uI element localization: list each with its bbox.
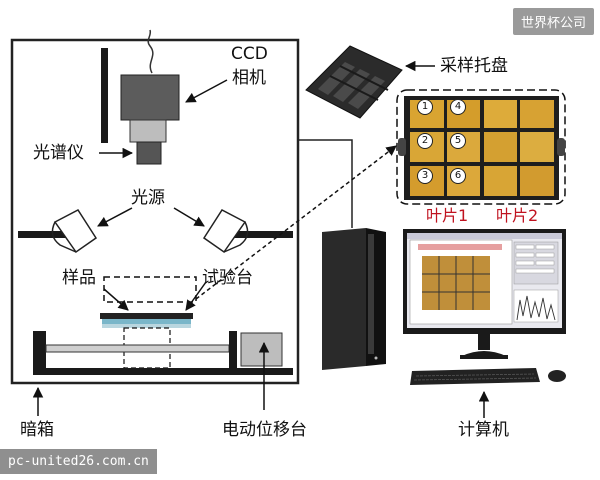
stage-right-post: [229, 331, 237, 373]
label-light-source: 光源: [131, 188, 165, 208]
test-bench-layer: [102, 319, 191, 324]
left-light-bar: [18, 231, 66, 238]
sample-number-2: 2: [417, 133, 433, 149]
label-sampling-tray: 采样托盘: [440, 56, 508, 76]
label-test-bench: 试验台: [202, 268, 253, 288]
label-camera: 相机: [232, 68, 266, 88]
label-spectrometer: 光谱仪: [33, 143, 84, 163]
camera-mount: [101, 48, 108, 143]
camera-cable: [147, 29, 154, 74]
left-light-cap: [51, 221, 77, 253]
camera-arrow: [185, 79, 228, 103]
tray-photo-right-handle: [557, 138, 565, 156]
sample-number-1: 1: [417, 99, 433, 115]
computer-tower: [322, 228, 386, 370]
label-motorized-stage: 电动位移台: [222, 420, 307, 440]
stage-base: [33, 368, 293, 375]
sample-arrow: [103, 288, 129, 311]
label-ccd: CCD: [231, 44, 268, 64]
sample-number-5: 5: [450, 133, 466, 149]
sample-number-4: 4: [450, 99, 466, 115]
right-light-cap: [223, 221, 249, 253]
monitor: [403, 229, 566, 359]
light-arrow-right: [173, 207, 205, 227]
stage-motor: [240, 332, 283, 367]
spectrometer-body: [136, 141, 162, 165]
right-light-source: [202, 209, 247, 254]
bench-base-layer: [102, 324, 191, 328]
sample-number-3: 3: [417, 168, 433, 184]
ccd-camera: [120, 74, 180, 121]
right-light-bar: [233, 231, 293, 238]
cable-box-to-pc: [298, 139, 353, 228]
label-leaf-1: 叶片1: [426, 206, 469, 225]
sample-layer: [100, 313, 193, 319]
bench-arrow: [185, 281, 207, 311]
watermark-bottom: pc-united26.com.cn: [0, 449, 157, 474]
keyboard: [410, 368, 540, 385]
sample-number-6: 6: [450, 168, 466, 184]
sampling-tray-icon: [305, 45, 403, 119]
label-dark-box: 暗箱: [20, 420, 54, 440]
label-sample: 样品: [62, 268, 96, 288]
stage-rail: [45, 344, 230, 353]
label-computer: 计算机: [458, 420, 509, 440]
label-leaf-2: 叶片2: [496, 206, 539, 225]
left-light-source: [53, 209, 98, 254]
light-arrow-left: [97, 207, 133, 227]
tray-photo-left-handle: [398, 138, 406, 156]
stage-left-post: [33, 331, 46, 373]
camera-lens-mount: [129, 119, 167, 143]
mouse: [548, 370, 566, 382]
watermark-top: 世界杯公司: [512, 8, 594, 35]
